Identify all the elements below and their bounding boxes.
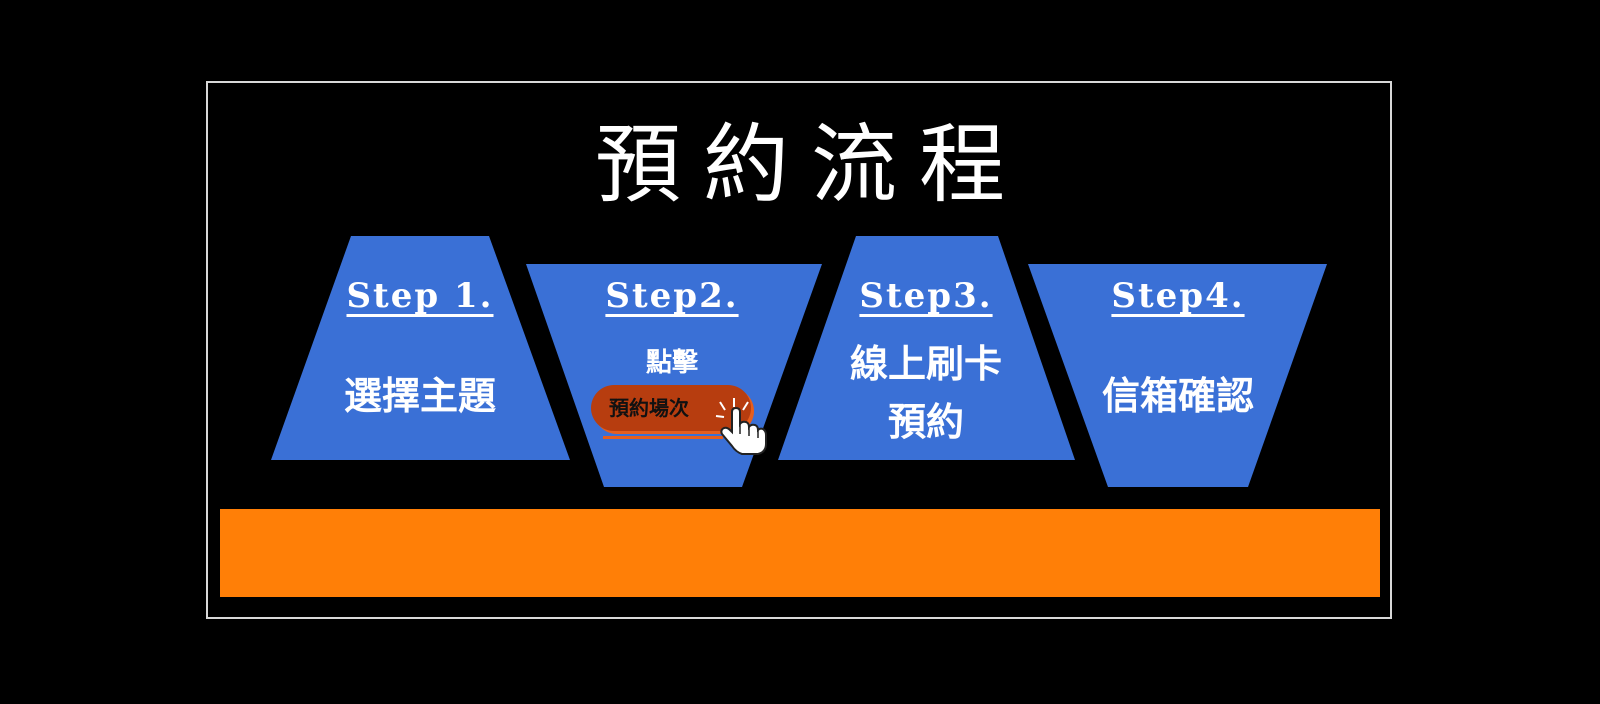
page-title: 預約流程 <box>595 115 1027 215</box>
step1-trapezoid <box>271 236 570 460</box>
step3-desc-line1: 線上刷卡 <box>849 342 1002 386</box>
orange-bar <box>220 509 1380 597</box>
step2-desc: 點擊 <box>645 348 698 378</box>
outer-frame <box>206 81 1392 619</box>
step1-desc: 選擇主題 <box>343 374 496 418</box>
step3-trapezoid <box>778 236 1075 460</box>
hand-pointer-icon <box>715 398 767 455</box>
step2-title: Step2. <box>605 276 739 316</box>
step4-trapezoid <box>1028 264 1327 487</box>
step4-desc: 信箱確認 <box>1101 374 1254 418</box>
step3-title: Step3. <box>859 276 993 316</box>
step4-title: Step4. <box>1111 276 1245 316</box>
button-underline <box>603 436 723 439</box>
step3-desc-line2: 預約 <box>887 400 964 444</box>
step1-title: Step 1. <box>346 276 494 316</box>
